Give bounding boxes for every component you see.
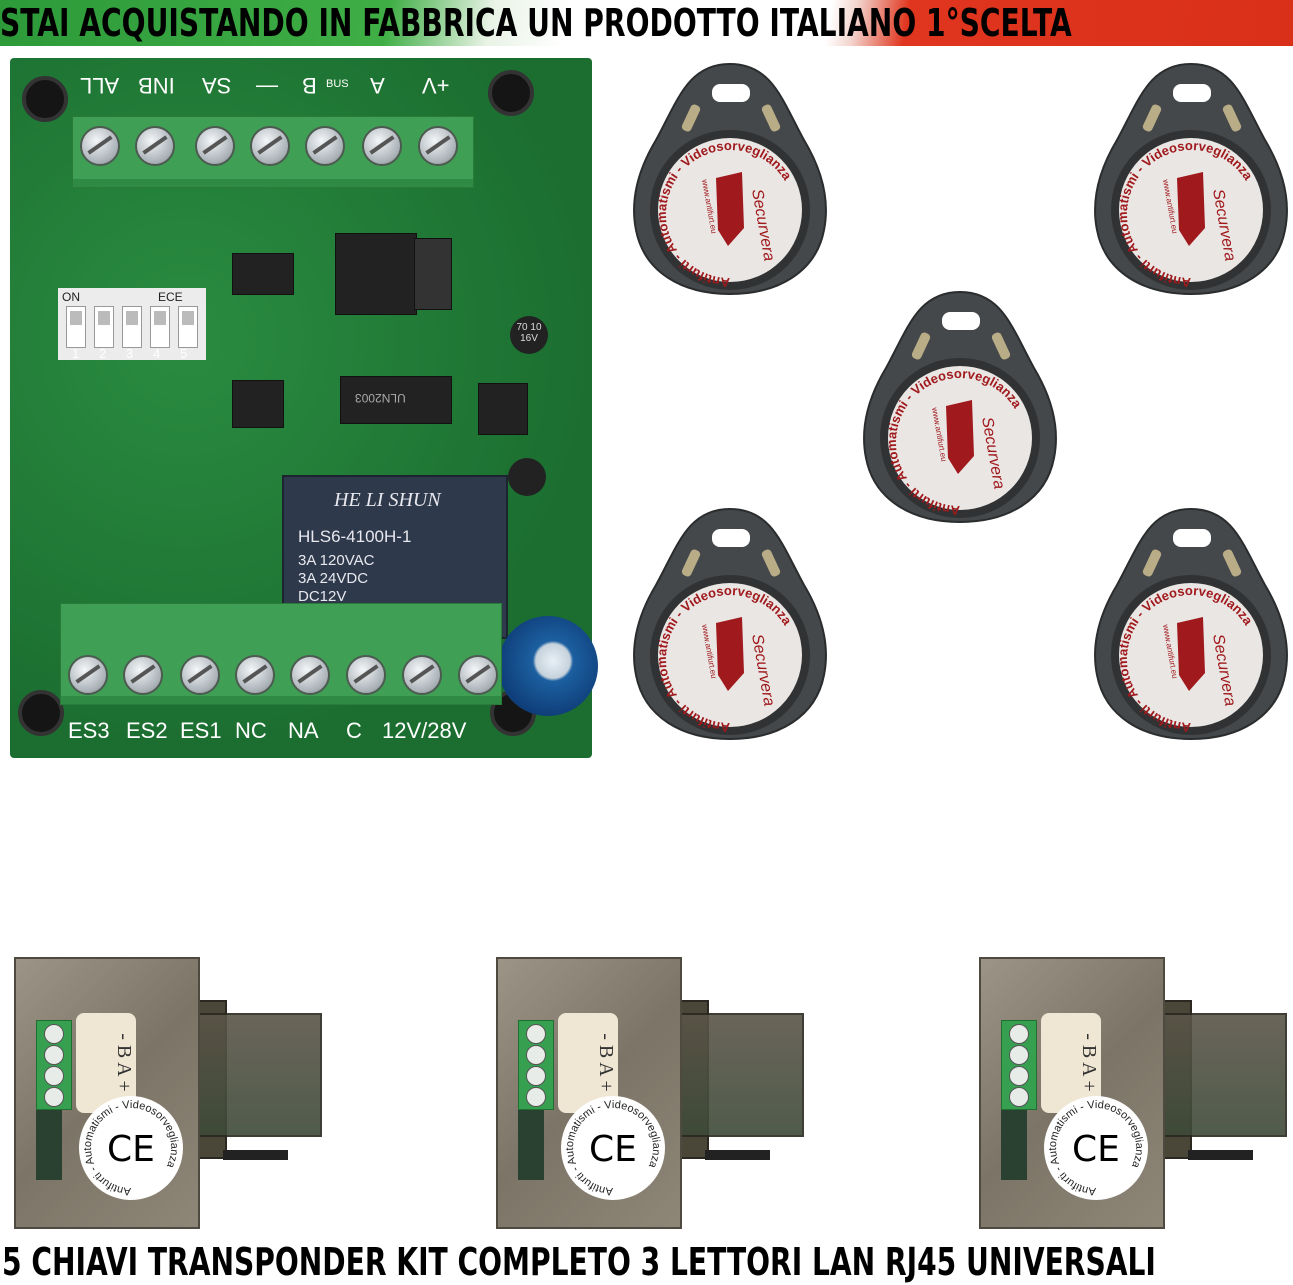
dip-lever [122, 306, 142, 348]
bottom-terminal-block [60, 603, 502, 705]
dip-lever [178, 306, 198, 348]
footer-caption: 5 CHIAVI TRANSPONDER KIT COMPLETO 3 LETT… [2, 1240, 1156, 1284]
reader-dip-switch [36, 1110, 62, 1180]
rj45-plug [675, 1013, 804, 1137]
header-banner: STAI ACQUISTANDO IN FABBRICA UN PRODOTTO… [0, 0, 1293, 46]
screw [135, 126, 175, 166]
banner-title: STAI ACQUISTANDO IN FABBRICA UN PRODOTTO… [0, 1, 1072, 45]
screw [195, 126, 235, 166]
dip-switch: ON ECE [58, 288, 206, 360]
capacitor-small: 70 10 16V [510, 316, 548, 354]
keyfob-graphic: Antifurti - Automatismi - Videosorveglia… [863, 290, 1057, 524]
dip-lever [150, 306, 170, 348]
reader-terminal-block [518, 1020, 554, 1110]
ic-chip-uln: ULN2003 [340, 376, 452, 424]
capacitor-small [508, 458, 546, 496]
screw [68, 655, 108, 695]
mount-hole [18, 690, 64, 736]
ce-mark: CE [107, 1129, 155, 1170]
reader-dip-switch [518, 1110, 544, 1180]
ce-mark: CE [1072, 1129, 1120, 1170]
ce-mark: CE [589, 1129, 637, 1170]
control-board-image: ALL INB SA — B BUS A +V ON ECE 1 2 3 4 5… [10, 58, 598, 758]
screw [290, 655, 330, 695]
screw [402, 655, 442, 695]
dip-lever [94, 306, 114, 348]
reader-clip [223, 1150, 288, 1160]
screw [458, 655, 498, 695]
transponder-keyfob: Antifurti - Automatismi - Videosorveglia… [1093, 505, 1289, 741]
transponder-keyfob: Antifurti - Automatismi - Videosorveglia… [862, 288, 1058, 524]
screw [180, 655, 220, 695]
rj45-plug [193, 1013, 322, 1137]
rj45-reader: - B A + Antifurti - Automatismi - Videos… [973, 945, 1287, 1229]
screw [80, 126, 120, 166]
reader-terminal-block [1001, 1020, 1037, 1110]
reader-dip-switch [1001, 1110, 1027, 1180]
reader-clip [1188, 1150, 1253, 1160]
ic-chip [232, 380, 284, 428]
keyfob-graphic: Antifurti - Automatismi - Videosorveglia… [633, 62, 827, 296]
transponder-keyfob: Antifurti - Automatismi - Videosorveglia… [632, 505, 828, 741]
microcontroller [335, 233, 417, 315]
rj45-plug [1158, 1013, 1287, 1137]
ce-seal: Antifurti - Automatismi - Videosorveglia… [561, 1096, 665, 1200]
screw [418, 126, 458, 166]
push-button [414, 238, 452, 310]
ce-seal: Antifurti - Automatismi - Videosorveglia… [79, 1096, 183, 1200]
reader-terminal-block [36, 1020, 72, 1110]
ic-chip [478, 383, 528, 435]
ic-chip [232, 253, 294, 295]
keyfob-graphic: Antifurti - Automatismi - Videosorveglia… [1094, 507, 1288, 741]
transponder-keyfob: Antifurti - Automatismi - Videosorveglia… [632, 60, 828, 296]
screw [123, 655, 163, 695]
screw [346, 655, 386, 695]
reader-clip [705, 1150, 770, 1160]
screw [235, 655, 275, 695]
screw [305, 126, 345, 166]
rj45-reader: - B A + Antifurti - Automatismi - Videos… [8, 945, 322, 1229]
screw [250, 126, 290, 166]
mount-hole [22, 76, 68, 122]
transponder-keyfob: Antifurti - Automatismi - Videosorveglia… [1093, 60, 1289, 296]
keyfob-graphic: Antifurti - Automatismi - Videosorveglia… [1094, 62, 1288, 296]
ce-seal: Antifurti - Automatismi - Videosorveglia… [1044, 1096, 1148, 1200]
keyfob-graphic: Antifurti - Automatismi - Videosorveglia… [633, 507, 827, 741]
electrolytic-capacitor [498, 616, 598, 716]
rj45-reader: - B A + Antifurti - Automatismi - Videos… [490, 945, 804, 1229]
mount-hole [488, 70, 534, 116]
dip-lever [66, 306, 86, 348]
screw [362, 126, 402, 166]
